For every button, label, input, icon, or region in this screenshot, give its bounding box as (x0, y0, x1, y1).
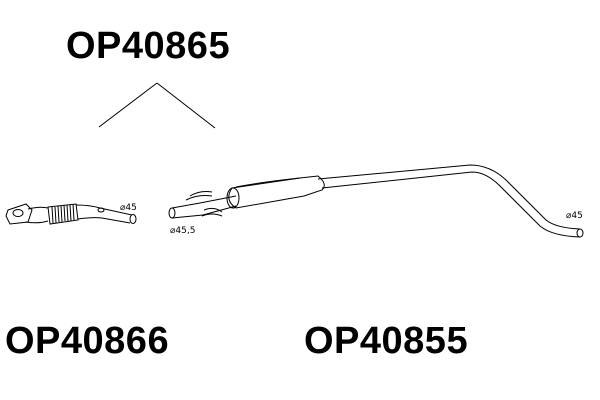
front-pipe-drawing: ⌀45 (5, 203, 137, 225)
assembly-part-number: OP40865 (66, 25, 231, 67)
middle-inlet-diameter: ⌀45,5 (170, 226, 195, 236)
middle-section-drawing: ⌀45,5 ⌀45 (168, 164, 584, 238)
assembly-bracket (98, 82, 216, 129)
front-pipe-outlet-diameter: ⌀45 (120, 203, 137, 213)
middle-outlet-diameter: ⌀45 (566, 211, 583, 221)
middle-section-part-number: OP40855 (304, 320, 469, 362)
front-pipe-part-number: OP40866 (5, 320, 170, 362)
